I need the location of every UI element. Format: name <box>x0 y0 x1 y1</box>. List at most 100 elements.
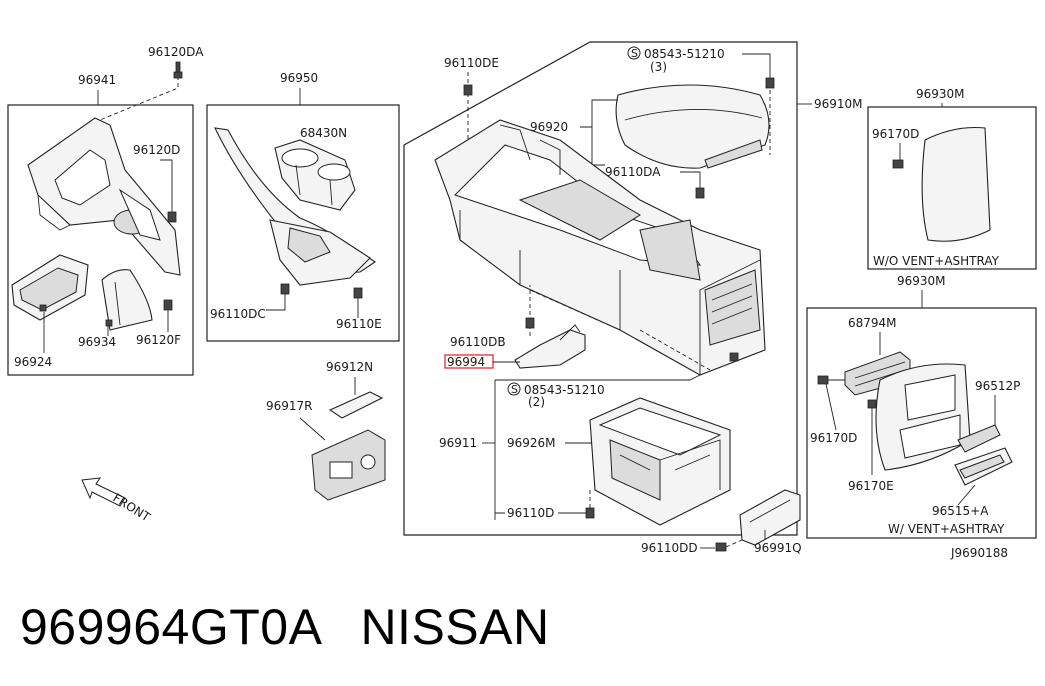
part-68430N-cupholder <box>274 139 356 211</box>
dash-96110DD <box>725 539 743 548</box>
label-96910M: 96910M <box>814 97 863 111</box>
label-96950: 96950 <box>280 71 318 85</box>
callout-08543-3: S 08543-51210 (3) <box>627 46 775 155</box>
label-96110DA: 96110DA <box>605 165 661 179</box>
label-08543-b-qty: (2) <box>528 395 545 409</box>
part-96994-bracket <box>514 324 586 369</box>
label-96110E: 96110E <box>336 317 382 331</box>
leader-96515A <box>957 484 976 506</box>
label-96170D-b: 96170D <box>810 431 857 445</box>
part-96930M-cover-a <box>921 126 991 242</box>
dash-body <box>529 289 711 371</box>
part-96920-armrest <box>615 84 770 169</box>
screw-96120F <box>163 299 173 311</box>
front-label: FRONT <box>110 491 153 525</box>
leader-08543-b <box>495 374 701 381</box>
group-96912N-96917R: 96912N 96917R <box>266 360 386 501</box>
part-96515A-ashtray <box>954 447 1013 486</box>
label-96917R: 96917R <box>266 399 313 413</box>
label-96170D-a: 96170D <box>872 127 919 141</box>
screw-96110D <box>585 507 595 519</box>
part-96926M-tray <box>589 397 731 526</box>
screw-96110E <box>353 287 363 299</box>
label-68430N: 68430N <box>300 126 347 140</box>
part-96512P <box>957 424 1001 453</box>
panel-96930M-w-vent: 96930M 68794M 96512P 96170D 96170E 96515… <box>806 274 1037 539</box>
label-96926M: 96926M <box>507 436 556 450</box>
part-96991Q <box>739 489 801 546</box>
bolt-symbol-s-2: S <box>511 383 518 396</box>
label-08543-a-qty: (3) <box>650 60 667 74</box>
panel-96941-frame <box>7 104 194 376</box>
screw-96110DB <box>525 317 535 329</box>
label-08543-b: 08543-51210 <box>524 383 605 397</box>
part-96912N <box>328 391 384 419</box>
screw-body-right <box>729 352 739 362</box>
label-96110DC: 96110DC <box>210 307 266 321</box>
part-96941-bezel <box>27 117 181 276</box>
label-96120D: 96120D <box>133 143 180 157</box>
caption: 969964GT0A NISSAN <box>20 598 588 656</box>
panel-96941: 96120DA 96941 96120D 96924 <box>7 45 204 376</box>
label-96930M-a: 96930M <box>916 87 965 101</box>
label-96515A: 96515+A <box>932 504 989 518</box>
front-indicator: FRONT <box>81 477 153 525</box>
label-96110DB: 96110DB <box>450 335 506 349</box>
diagram-code: J9690188 <box>950 546 1008 560</box>
label-96930M-b: 96930M <box>897 274 946 288</box>
label-96170E: 96170E <box>848 479 894 493</box>
leader-96110DC <box>266 290 286 311</box>
label-96110DD: 96110DD <box>641 541 698 555</box>
label-96120F: 96120F <box>136 333 181 347</box>
screw-96110DA <box>695 187 705 199</box>
label-96911: 96911 <box>439 436 477 450</box>
leader-96110DA <box>680 171 701 190</box>
screw-96120D <box>167 211 177 223</box>
screw-96110DD <box>715 542 727 552</box>
screw-96110DC <box>280 283 290 295</box>
caption-brand: NISSAN <box>360 599 550 655</box>
bolt-symbol-icon <box>627 46 641 60</box>
screw-08543-a <box>765 77 775 89</box>
label-96920: 96920 <box>530 120 568 134</box>
label-96110D: 96110D <box>507 506 554 520</box>
note-wo-vent: W/O VENT+ASHTRAY <box>873 254 1000 268</box>
highlight-96994 <box>444 354 494 369</box>
panel-96950: 96950 68430N 96110DC 96110E <box>206 71 400 342</box>
leader-96170D-b-line <box>825 379 845 431</box>
leader-96917R <box>299 417 326 441</box>
label-96512P: 96512P <box>975 379 1020 393</box>
panel-96930M-b-frame <box>806 307 1037 539</box>
label-96994: 96994 <box>447 355 485 369</box>
leader-08543-a <box>742 53 771 80</box>
label-68794M: 68794M <box>848 316 897 330</box>
label-96120DA: 96120DA <box>148 45 204 59</box>
front-arrow-icon <box>81 477 126 507</box>
part-96917R <box>311 429 386 501</box>
panel-96930M-wo-vent: 96930M 96170D W/O VENT+ASHTRAY <box>867 87 1037 270</box>
screw-96170E <box>867 399 877 409</box>
panel-96910M: 96910M 96110DE S 08543-51210 (3) 96920 9… <box>403 41 863 546</box>
bolt-symbol-icon-2 <box>507 382 521 396</box>
bolt-symbol-s: S <box>631 47 638 60</box>
label-96912N: 96912N <box>326 360 373 374</box>
leader-96120D <box>160 159 173 215</box>
part-96924 <box>11 254 89 321</box>
screw-96110DE <box>463 84 473 96</box>
caption-part-number: 969964GT0A <box>20 599 323 655</box>
screw-96170D-a <box>892 159 904 169</box>
screw-96170D-b <box>817 375 829 385</box>
panel-96910M-frame <box>403 41 798 536</box>
part-96950-panel <box>214 127 376 286</box>
part-96930M-cover-b <box>875 363 971 471</box>
screw-96120DA <box>173 61 183 79</box>
panel-96930M-a-frame <box>867 106 1037 270</box>
note-w-vent: W/ VENT+ASHTRAY <box>888 522 1005 536</box>
leader-96920 <box>580 99 618 166</box>
label-96924: 96924 <box>14 355 52 369</box>
label-96991Q: 96991Q <box>754 541 802 555</box>
part-96910M-console <box>434 119 766 376</box>
label-96941: 96941 <box>78 73 116 87</box>
label-08543-a: 08543-51210 <box>644 47 725 61</box>
